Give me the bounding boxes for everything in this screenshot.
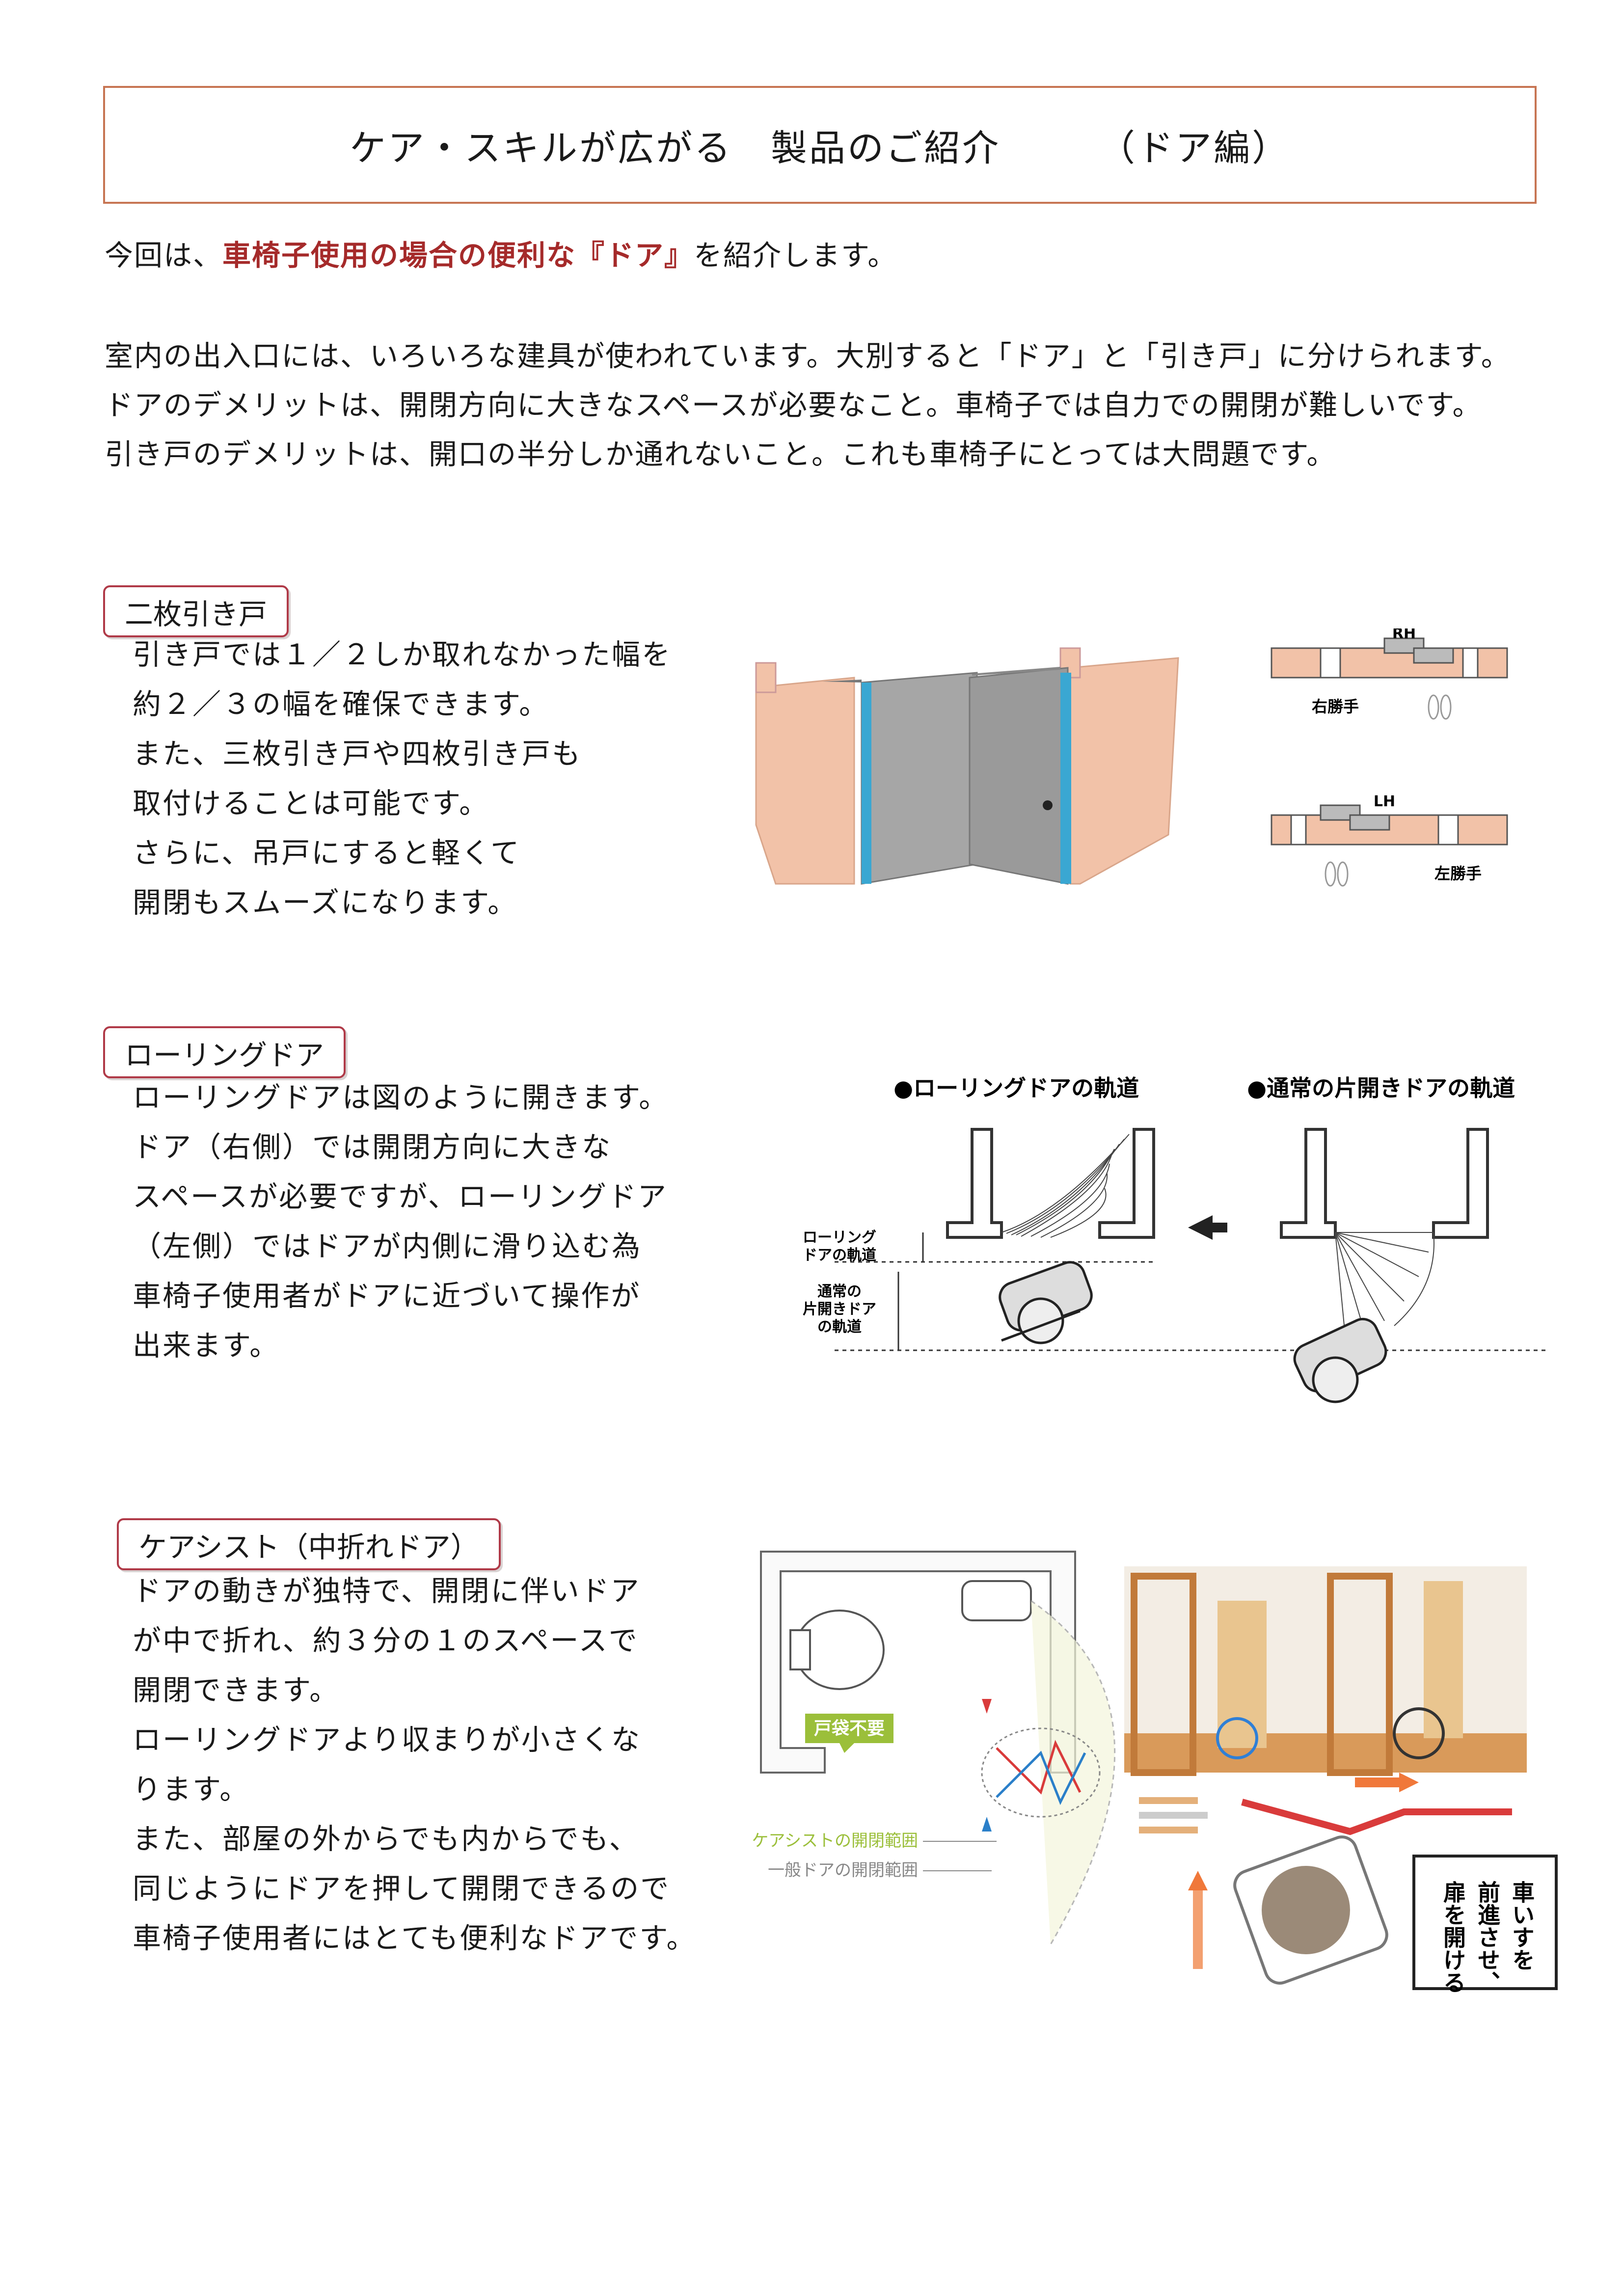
legend-normal: 一般ドアの開閉範囲 xyxy=(768,1860,918,1880)
normal-label-1: 通常の xyxy=(817,1283,862,1300)
section-body-sliding: 引き戸では１／２しか取れなかった幅を 約２／３の幅を確保できます。 また、三枚引… xyxy=(133,630,672,928)
section-tag-sliding: 二枚引き戸 xyxy=(103,585,289,637)
normal-door-arcs xyxy=(1335,1232,1434,1336)
body-line: ローリングドアより収まりが小さくな xyxy=(133,1723,641,1756)
rolling-title: ●ローリングドアの軌道 xyxy=(893,1075,1139,1101)
lh-label: LH xyxy=(1374,793,1395,810)
carist-plan-diagram xyxy=(1139,1773,1512,1985)
body-line: 出来ます。 xyxy=(133,1329,280,1362)
section-tag-carist: ケアシスト（中折れドア） xyxy=(117,1518,501,1570)
arrow-left-icon xyxy=(1188,1215,1227,1240)
body-line: 開閉できます。 xyxy=(133,1673,340,1707)
rolling-label-1: ローリング xyxy=(803,1229,876,1246)
body-line: 同じようにドアを押して開閉できるので xyxy=(133,1872,671,1905)
intro-line: 今回は、車椅子使用の場合の便利な『ドア』を紹介します。 xyxy=(105,231,897,280)
body-line: ります。 xyxy=(133,1773,250,1806)
intro-para-line: 引き戸のデメリットは、開口の半分しか通れないこと。これも車椅子にとっては大問題で… xyxy=(105,437,1336,471)
body-line: 開閉もスムーズになります。 xyxy=(133,886,518,919)
callout-box: 車いすを 前進させ、 扉を開ける xyxy=(1412,1855,1558,1994)
rolling-door-arcs xyxy=(1001,1134,1130,1238)
body-line: 取付けることは可能です。 xyxy=(133,787,489,820)
wheelchair-icon xyxy=(1293,1318,1387,1403)
callout-line-2: 前進させ、 xyxy=(1474,1881,1501,1994)
normal-label-2: 片開きドア xyxy=(803,1301,876,1318)
rh-caption: 右勝手 xyxy=(1312,697,1359,716)
body-line: スペースが必要ですが、ローリングドア xyxy=(133,1180,668,1213)
intro-highlight: 車椅子使用の場合の便利な『ドア』 xyxy=(222,239,694,272)
rh-plan: RH 右勝手 xyxy=(1271,629,1508,720)
body-line: さらに、吊戸にすると軽くて xyxy=(133,836,521,870)
body-line: 車椅子使用者がドアに近づいて操作が xyxy=(133,1279,641,1312)
body-line: が中で折れ、約３分の１のスペースで xyxy=(133,1624,639,1657)
rolling-door-figure: ●ローリングドアの軌道 ●通常の片開きドアの軌道 ローリング ドアの軌道 通常の… xyxy=(803,1075,1546,1403)
section-tag-rolling: ローリングドア xyxy=(103,1026,346,1078)
arrow-up-icon xyxy=(982,1817,992,1831)
lh-caption: 左勝手 xyxy=(1434,864,1482,883)
wheelchair-icon xyxy=(999,1261,1093,1344)
intro-para-line: 室内の出入口には、いろいろな建具が使われています。大別すると「ドア」と「引き戸」… xyxy=(105,339,1511,373)
normal-label-3: の軌道 xyxy=(817,1318,862,1336)
body-line: ローリングドアは図のように開きます。 xyxy=(133,1081,669,1114)
body-line: ドア（右側）では開閉方向に大きな xyxy=(133,1130,612,1164)
intro-para-line: ドアのデメリットは、開閉方向に大きなスペースが必要なこと。車椅子では自力での開閉… xyxy=(105,388,1482,422)
body-line: ドアの動きが独特で、開閉に伴いドア xyxy=(133,1574,641,1608)
normal-title: ●通常の片開きドアの軌道 xyxy=(1247,1075,1515,1101)
intro-post: を紹介します。 xyxy=(694,239,897,272)
carist-figure: 戸袋不要 ケアシストの開閉範囲 一般ドアの開閉範囲 車いすを 前進させ、 扉を開… xyxy=(752,1551,1558,1994)
callout-line-1: 車いすを xyxy=(1509,1881,1535,1971)
lh-plan: LH 左勝手 xyxy=(1271,793,1508,887)
intro-pre: 今回は、 xyxy=(105,239,223,272)
section-body-carist: ドアの動きが独特で、開閉に伴いドア が中で折れ、約３分の１のスペースで 開閉でき… xyxy=(133,1566,697,1963)
sliding-door-figure: RH 右勝手 LH 左勝手 xyxy=(755,629,1508,887)
callout-line-3: 扉を開ける xyxy=(1440,1881,1466,1994)
title-sub: （ドア編） xyxy=(1099,127,1290,169)
page-title: ケア・スキルが広がる 製品のご紹介 （ドア編） xyxy=(103,86,1537,204)
body-line: また、三枚引き戸や四枚引き戸も xyxy=(133,737,582,770)
body-line: 車椅子使用者にはとても便利なドアです。 xyxy=(133,1921,697,1955)
section-body-rolling: ローリングドアは図のように開きます。 ドア（右側）では開閉方向に大きな スペース… xyxy=(133,1073,669,1370)
carist-fold-lines xyxy=(996,1740,1086,1805)
person-topview xyxy=(1262,1866,1350,1954)
title-main: ケア・スキルが広がる 製品のご紹介 xyxy=(350,127,1001,169)
body-line: 引き戸では１／２しか取れなかった幅を xyxy=(133,638,672,671)
arrow-up-icon xyxy=(1188,1871,1208,1890)
rh-label: RH xyxy=(1392,629,1416,642)
badge-bubble xyxy=(805,1714,893,1753)
body-line: 約２／３の幅を確保できます。 xyxy=(133,687,549,721)
body-line: （左側）ではドアが内側に滑り込む為 xyxy=(133,1230,642,1263)
carist-floor-plan: 戸袋不要 ケアシストの開閉範囲 一般ドアの開閉範囲 xyxy=(752,1551,1116,1945)
room-photo xyxy=(1124,1566,1527,1776)
sliding-door-illustration xyxy=(755,647,1179,885)
legend-carist: ケアシストの開閉範囲 xyxy=(752,1831,918,1851)
badge-no-pocket: 戸袋不要 xyxy=(814,1719,885,1739)
arrow-down-icon xyxy=(982,1699,992,1714)
rolling-label-2: ドアの軌道 xyxy=(803,1247,876,1264)
intro-paragraph: 室内の出入口には、いろいろな建具が使われています。大別すると「ドア」と「引き戸」… xyxy=(105,331,1511,479)
body-line: また、部屋の外からでも内からでも、 xyxy=(133,1822,639,1856)
